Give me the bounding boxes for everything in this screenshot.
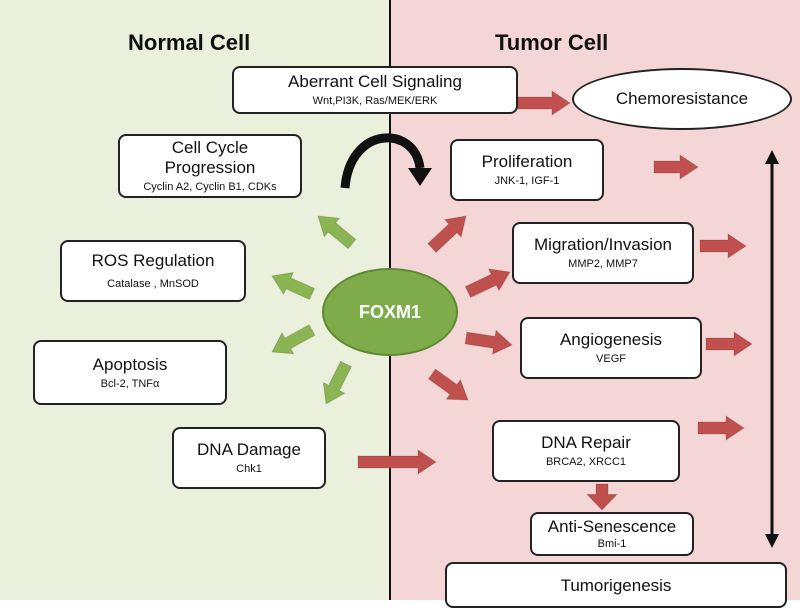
angiogenesis-box: Angiogenesis VEGF [520,317,702,379]
migration-invasion-box: Migration/Invasion MMP2, MMP7 [512,222,694,284]
arrow-dna-repair-out [697,415,745,441]
angiogenesis-title: Angiogenesis [559,330,663,349]
curved-signaling-arrow [340,133,425,189]
apoptosis-title: Apoptosis [92,354,168,374]
arrow-foxm1-to-dna-repair [427,368,469,401]
arrow-foxm1-to-dna-damage [322,360,353,405]
normal-cell-heading: Normal Cell [128,30,251,55]
aberrant-signaling-sub: Wnt,PI3K, Ras/MEK/ERK [312,95,438,107]
tumorigenesis-title: Tumorigenesis [560,576,672,595]
apoptosis-sub: Bcl-2, TNFα [100,377,160,390]
cell-cycle-box: Cell Cycle Progression Cyclin A2, Cyclin… [118,134,302,198]
ros-regulation-title: ROS Regulation [91,251,215,270]
apoptosis-box: Apoptosis Bcl-2, TNFα [33,340,227,405]
arrow-angiogenesis-out [705,331,753,357]
double-arrow-bottom-head [765,534,779,548]
aberrant-signaling-box: Aberrant Cell Signaling Wnt,PI3K, Ras/ME… [232,66,518,114]
foxm1-node: FOXM1 [322,268,458,356]
arrow-foxm1-to-proliferation [427,215,467,254]
tumorigenesis-box: Tumorigenesis [445,562,787,608]
arrow-foxm1-to-cell-cycle [317,215,357,250]
arrow-foxm1-to-migration [464,268,511,299]
cell-cycle-sub: Cyclin A2, Cyclin B1, CDKs [143,181,277,193]
dna-damage-sub: Chk1 [236,463,262,475]
angiogenesis-sub: VEGF [596,353,626,365]
proliferation-title: Proliferation [481,152,573,171]
proliferation-sub: JNK-1, IGF-1 [494,175,560,187]
ros-regulation-sub: Catalase , MnSOD [107,278,199,290]
anti-senescence-title: Anti-Senescence [547,517,677,536]
arrow-foxm1-to-ros [271,271,316,301]
dna-repair-sub: BRCA2, XRCC1 [545,456,627,468]
arrow-migration-out [699,233,747,259]
arrow-dna-repair-to-anti-senescence [585,483,619,511]
dna-damage-title: DNA Damage [197,440,301,459]
arrow-dna-damage-to-dna-repair [357,449,437,475]
double-arrow-top-head [765,150,779,164]
tumor-cell-heading: Tumor Cell [495,30,609,55]
migration-invasion-title: Migration/Invasion [534,235,672,254]
arrow-proliferation-out [653,154,699,180]
dna-damage-box: DNA Damage Chk1 [172,427,326,489]
arrow-aberrant-to-chemoresistance [517,90,571,116]
migration-invasion-sub: MMP2, MMP7 [568,258,638,270]
ros-regulation-box: ROS Regulation Catalase , MnSOD [60,240,246,302]
dna-repair-title: DNA Repair [541,433,631,452]
proliferation-box: Proliferation JNK-1, IGF-1 [450,139,604,201]
dna-repair-box: DNA Repair BRCA2, XRCC1 [492,420,680,482]
aberrant-signaling-title: Aberrant Cell Signaling [288,72,462,91]
arrow-foxm1-to-angiogenesis [464,329,513,356]
anti-senescence-sub: Bmi-1 [597,538,627,550]
curved-arrow-head [408,168,432,186]
cell-cycle-title: Cell Cycle Progression [164,138,256,177]
arrow-foxm1-to-apoptosis [271,324,316,355]
anti-senescence-box: Anti-Senescence Bmi-1 [530,512,694,556]
chemoresistance-ellipse: Chemoresistance [572,68,792,130]
